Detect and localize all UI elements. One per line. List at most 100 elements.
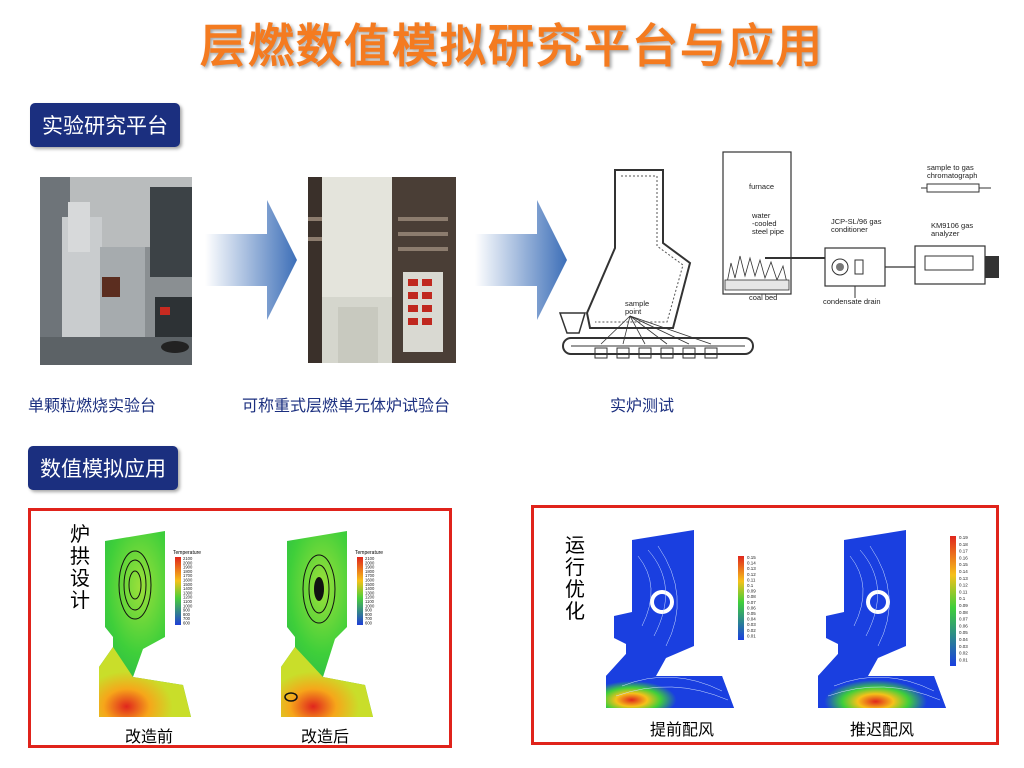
grate-unit-furnace-photo	[308, 177, 456, 363]
legend-tick-label: 0.15	[959, 562, 968, 567]
legend-tick-label: 1300	[183, 590, 193, 595]
temperature-contour-after: Temperature 2100200019001800170016001500…	[281, 531, 383, 717]
legend-tick-label: 0.01	[747, 633, 756, 638]
legend-tick-label: 0.03	[959, 644, 968, 649]
legend-tick-label: 900	[183, 608, 191, 613]
furnace-label: furnace	[749, 182, 774, 191]
legend-tick-label: 0.06	[747, 605, 756, 610]
legend-tick-label: 0.11	[747, 577, 756, 582]
legend-tick-label: 0.04	[959, 637, 968, 642]
legend-tick-label: 2000	[183, 560, 193, 565]
concentration-contour-delayed-air: 0.190.180.170.160.150.140.130.120.110.10…	[818, 530, 968, 708]
concentration-contour-early-air: 0.150.140.130.120.110.10.090.080.070.060…	[606, 530, 756, 708]
legend-tick-label: 1600	[365, 578, 375, 583]
legend-tick-label: 1400	[365, 586, 375, 591]
legend-tick-label: 0.04	[747, 617, 756, 622]
numerical-simulation-tag: 数值模拟应用	[28, 446, 178, 490]
legend-tick-label: 0.17	[959, 549, 968, 554]
analyzer-label-2: analyzer	[931, 229, 960, 238]
legend-tick-label: 700	[365, 616, 373, 621]
legend-tick-label: 0.01	[959, 657, 968, 662]
legend-tick-label: 0.09	[959, 603, 968, 608]
legend-tick-label: 0.08	[747, 594, 756, 599]
legend-tick-label: 0.02	[747, 628, 756, 633]
legend-tick-label: 1900	[183, 565, 193, 570]
legend-tick-label: 0.13	[747, 566, 756, 571]
legend-tick-label: 0.05	[959, 630, 968, 635]
legend-title-before: Temperature	[173, 550, 201, 556]
legend-tick-label: 1900	[365, 565, 375, 570]
conditioner-label-2: conditioner	[831, 225, 868, 234]
legend-tick-label: 0.1	[959, 596, 966, 601]
legend-tick-label: 900	[365, 608, 373, 613]
legend-tick-label: 0.06	[959, 623, 968, 628]
chromatograph-label-1: sample to gas	[927, 163, 974, 172]
caption-actual-furnace: 实炉测试	[610, 396, 675, 415]
legend-tick-label: 0.03	[747, 622, 756, 627]
legend-tick-label: 0.15	[747, 555, 756, 560]
flow-arrow-2	[475, 200, 567, 324]
legend-tick-label: 800	[183, 612, 191, 617]
temperature-contour-before: Temperature 2100200019001800170016001500…	[99, 531, 201, 717]
legend-tick-label: 0.12	[747, 572, 756, 577]
legend-tick-label: 1800	[183, 569, 193, 574]
arch-design-label: 炉拱设计	[70, 522, 90, 612]
legend-title-after: Temperature	[355, 550, 383, 556]
legend-tick-label: 800	[365, 612, 373, 617]
conditioner-label-1: JCP-SL/96 gas	[831, 217, 882, 226]
legend-tick-label: 0.14	[959, 569, 968, 574]
legend-tick-label: 1200	[365, 595, 375, 600]
legend-tick-label: 0.1	[747, 583, 754, 588]
single-particle-rig-photo	[40, 177, 192, 365]
caption-grate-furnace: 可称重式层燃单元体炉试验台	[242, 396, 451, 415]
legend-tick-label: 0.12	[959, 583, 968, 588]
legend-tick-label: 0.02	[959, 651, 968, 656]
water-label-1: water	[751, 211, 771, 220]
caption-before-retrofit: 改造前	[125, 727, 174, 746]
legend-tick-label: 1700	[183, 573, 193, 578]
legend-tick-label: 0.18	[959, 542, 968, 547]
legend-tick-label: 0.14	[747, 561, 756, 566]
page-title: 层燃数值模拟研究平台与应用	[200, 19, 824, 73]
legend-tick-label: 0.09	[747, 589, 756, 594]
legend-tick-label: 1300	[365, 590, 375, 595]
legend-tick-label: 1400	[183, 586, 193, 591]
legend-tick-label: 700	[183, 616, 191, 621]
legend-tick-label: 1100	[183, 599, 193, 604]
analyzer-label-1: KM9106 gas	[931, 221, 973, 230]
legend-tick-label: 0.16	[959, 555, 968, 560]
sample-point-label-2: point	[625, 307, 642, 316]
furnace-test-schematic: sample point furnace water -cooled steel…	[555, 148, 1005, 370]
legend-tick-label: 0.08	[959, 610, 968, 615]
legend-tick-label: 1500	[183, 582, 193, 587]
water-label-2: -cooled	[752, 219, 777, 228]
caption-after-retrofit: 改造后	[301, 727, 350, 746]
legend-tick-label: 1600	[183, 578, 193, 583]
legend-tick-label: 0.13	[959, 576, 968, 581]
legend-tick-label: 1000	[183, 603, 193, 608]
legend-tick-label: 600	[183, 621, 191, 626]
legend-tick-label: 1500	[365, 582, 375, 587]
caption-single-particle: 单颗粒燃烧实验台	[28, 396, 157, 415]
sample-point-label-1: sample	[625, 299, 649, 308]
legend-tick-label: 600	[365, 621, 373, 626]
legend-tick-label: 1800	[365, 569, 375, 574]
chromatograph-label-2: chromatograph	[927, 171, 977, 180]
legend-tick-label: 1000	[365, 603, 375, 608]
operation-optimization-panel: 运行优化 0.15	[531, 505, 999, 745]
operation-optimization-label: 运行优化	[565, 533, 585, 623]
coal-bed-label: coal bed	[749, 293, 777, 302]
condensate-drain-label: condensate drain	[823, 297, 881, 306]
legend-tick-label: 0.19	[959, 535, 968, 540]
legend-tick-label: 1100	[365, 599, 375, 604]
caption-early-air: 提前配风	[650, 720, 715, 739]
legend-tick-label: 1700	[365, 573, 375, 578]
experimental-platform-tag: 实验研究平台	[30, 103, 180, 147]
caption-delayed-air: 推迟配风	[850, 720, 915, 739]
legend-tick-label: 2100	[365, 556, 375, 561]
flow-arrow-1	[205, 200, 297, 324]
legend-tick-label: 1200	[183, 595, 193, 600]
legend-tick-label: 0.07	[959, 617, 968, 622]
legend-tick-label: 2100	[183, 556, 193, 561]
